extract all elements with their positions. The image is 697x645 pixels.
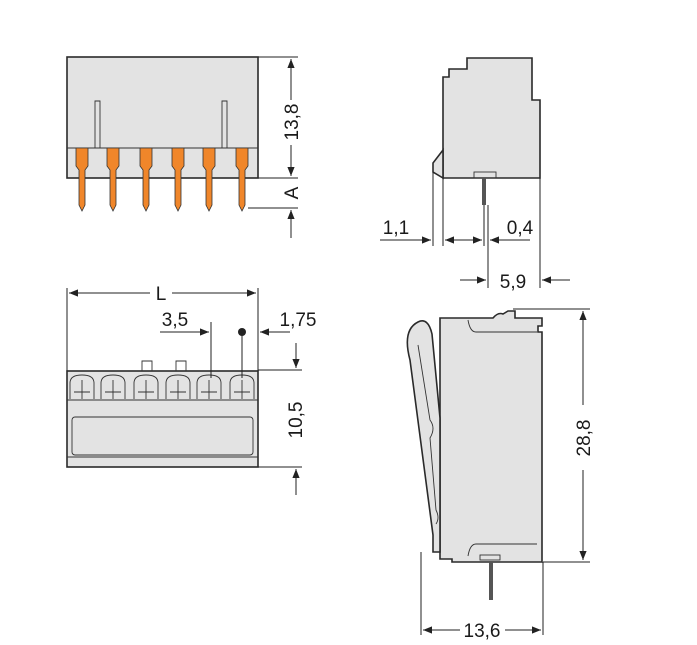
pin (202, 147, 216, 212)
dim-bottom-height: 10,5 (286, 402, 307, 439)
bottom-housing (66, 370, 259, 468)
dim-offset: 1,75 (280, 310, 317, 331)
wire-entry (196, 374, 222, 399)
front-view: 13,8 A (66, 56, 303, 238)
wire-entry (100, 374, 126, 399)
dim-pin-length: A (282, 186, 303, 199)
front-housing (66, 56, 259, 179)
dim-pitch: 3,5 (162, 310, 188, 331)
bottom-view: L 3,5 1,75 10,5 (66, 284, 317, 495)
dim-side-depth: 5,9 (500, 272, 526, 293)
pin (171, 147, 185, 212)
side-view-lever: 28,8 13,6 (406, 308, 595, 642)
dim-total-height: 28,8 (574, 420, 595, 457)
side-view: 1,1 0,4 5,9 (380, 57, 570, 293)
dim-front-height: 13,8 (282, 104, 303, 141)
pin (235, 147, 249, 212)
dim-total-depth: 13,6 (464, 621, 501, 642)
pin (139, 147, 153, 212)
dim-pin-width: 0,4 (507, 218, 534, 239)
pin (106, 147, 120, 212)
wire-entry (69, 374, 95, 399)
dim-side-offset: 1,1 (383, 218, 409, 239)
dim-length: L (156, 284, 167, 305)
wire-entry (133, 374, 159, 399)
wire-entry (165, 374, 191, 399)
pin (75, 147, 89, 212)
pins (75, 147, 249, 212)
reference-dot (238, 328, 246, 336)
